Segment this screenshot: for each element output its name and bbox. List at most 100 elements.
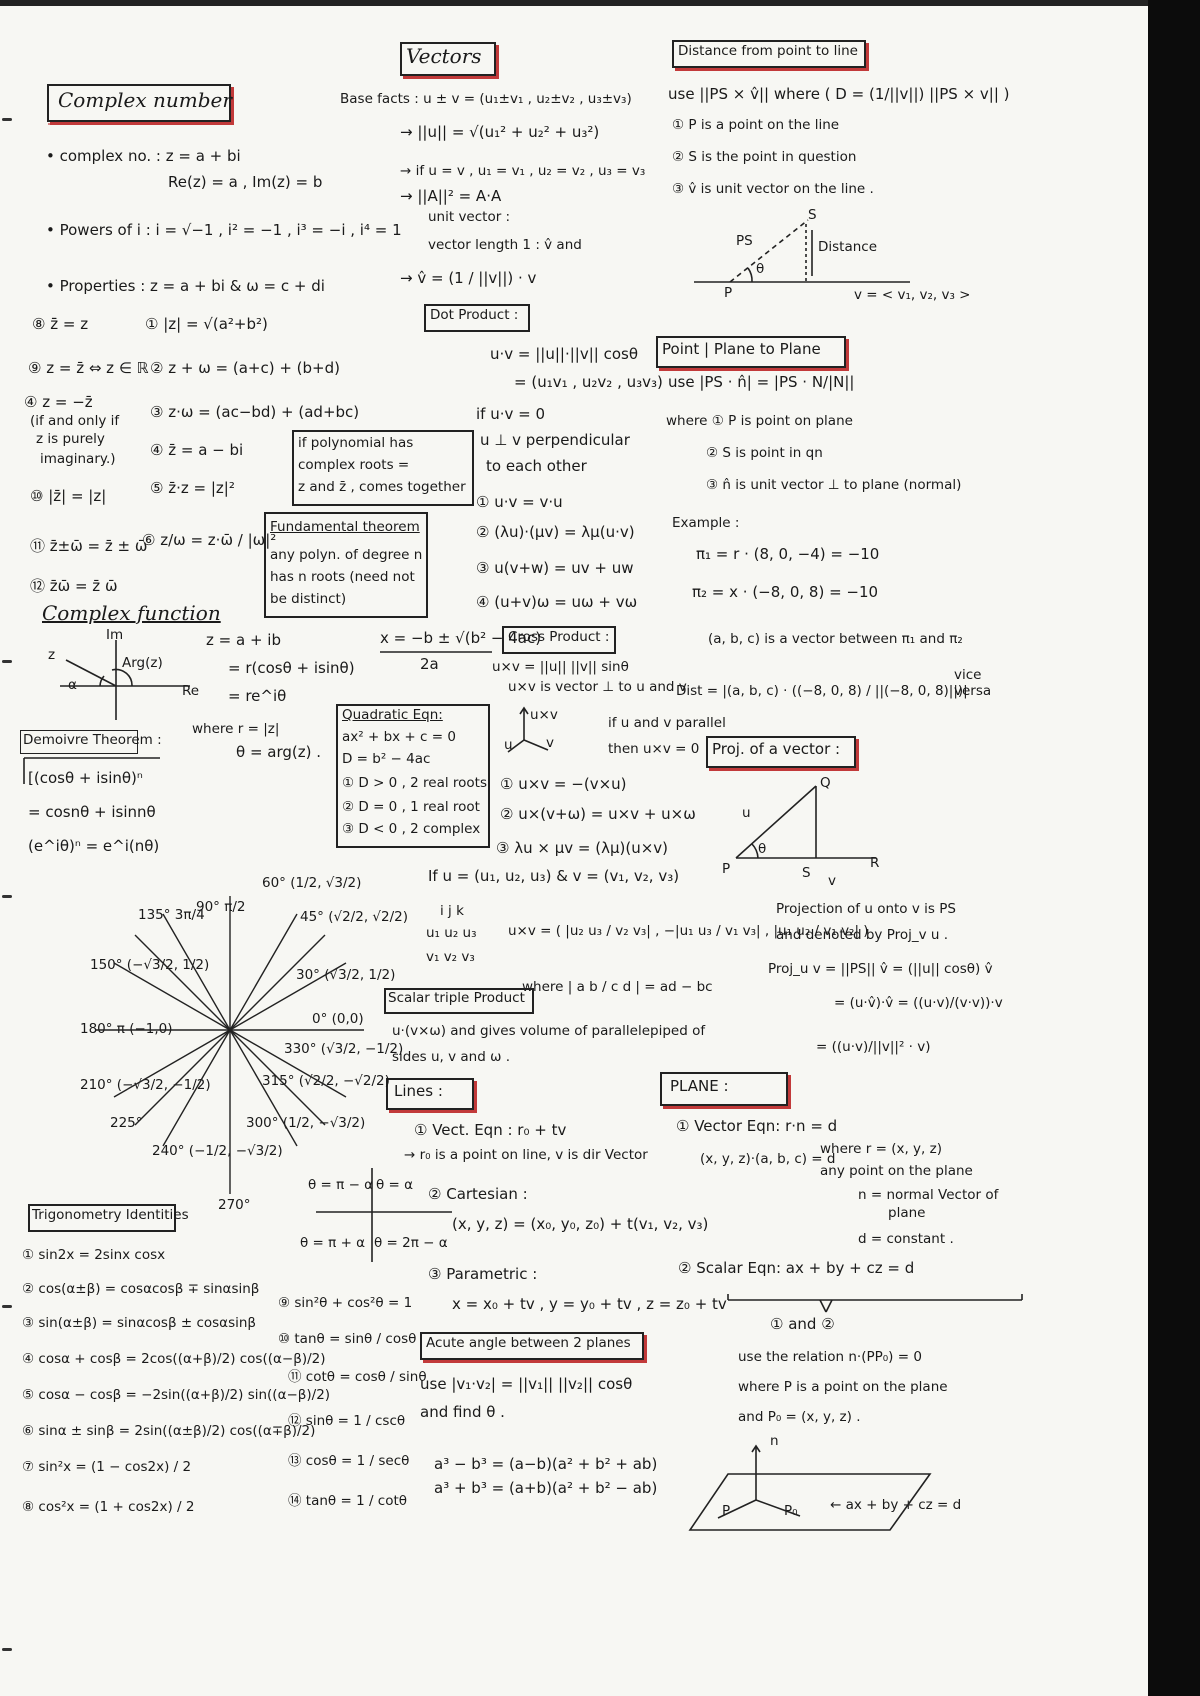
top-edge [0,0,1148,6]
powers-of-i: • Powers of i : i = √−1 , i² = −1 , i³ =… [46,221,402,239]
example-2: π₂ = x · (−8, 0, 8) = −10 [692,583,879,601]
heading-plane: PLANE : [670,1077,729,1095]
angle-90-label: 90° π/2 [196,899,246,915]
argand-im-label: Im [106,627,124,643]
quad-1: ax² + bx + c = 0 [342,729,456,745]
argand-z-label: z [48,647,56,663]
lines-4: (x, y, z) = (x₀, y₀, z₀) + t(v₁, v₂, v₃) [452,1215,709,1233]
trig-14: ⑭ tanθ = 1 / cotθ [288,1493,408,1509]
vector-fact-2: → ||u|| = √(u₁² + u₂² + u₃²) [400,123,600,141]
distance-p-label: P [724,285,733,301]
example-5: vice versa [954,667,992,699]
theta-arc [747,267,753,283]
lines-1: ① Vect. Eqn : r₀ + tv [414,1121,567,1139]
proj-p-label: P [722,861,731,877]
page-edge-shadow [1148,0,1200,1696]
cross-7: where | a b / c d | = ad − bc [522,979,713,995]
example-label: Example : [672,515,740,531]
proj-u-label: u [742,805,751,821]
cross-matrix-1: i j k [440,903,464,919]
argand-alpha-label: α [68,677,77,693]
property-5: ⑤ z̄·z = |z|² [150,479,235,497]
purely-imag-note-1: (if and only if [30,413,120,429]
plane-p-label: P [722,1503,731,1519]
property-8: ⑧ z̄̄ = z [32,315,89,333]
vector-fact-5: unit vector : [428,209,511,225]
heading-box [420,1332,644,1360]
plane-p0-label: P₀ [784,1503,798,1519]
proj-2: and denoted by Proj_v u . [776,927,949,943]
quadratic-title: Quadratic Eqn: [342,707,443,723]
ps-vector [729,219,809,283]
heading-dot-product: Dot Product : [430,307,519,323]
angle-45-label: 45° (√2/2, √2/2) [300,909,408,925]
cross-rule-3: ③ λu × μv = (λμ)(u×v) [496,839,669,857]
plane-6: plane [888,1205,926,1221]
vector-fact-4: → ||A||² = A·A [400,187,502,205]
heading-complex-number: Complex number [58,88,232,112]
dot-rule-1: ① u·v = v·u [476,493,563,511]
heading-vectors: Vectors [406,44,482,68]
complex-fn-4: where r = |z| [192,721,280,737]
quadratic-box [336,704,490,848]
heading-box [384,988,534,1014]
distance-v-label: v = < v₁, v₂, v₃ > [854,287,971,303]
heading-complex-function: Complex function [42,601,221,625]
quadrant-pi-plus-alpha: θ = π + α [300,1235,366,1251]
cubes-1: a³ − b³ = (a−b)(a² + b² + ab) [434,1455,658,1473]
property-12: ⑫ z̄ω̄ = z̄ ω̄ [30,577,118,595]
heading-cross-product: Cross Product : [508,629,610,645]
heading-box [386,1078,474,1110]
demoivre-2: = cosnθ + isinnθ [28,803,156,821]
cross-2: u×v is vector ⊥ to u and v [508,679,687,695]
quad-2: D = b² − 4ac [342,751,431,767]
trig-8: ⑧ cos²x = (1 + cos2x) / 2 [22,1499,195,1515]
proj-1: Projection of u onto v is PS [776,901,956,917]
angle-180-label: 180° π (−1,0) [80,1021,173,1037]
argand-arg-label: Arg(z) [122,655,163,671]
acute-2: and find θ . [420,1403,505,1421]
complex-def: • complex no. : z = a + bi [46,147,241,165]
distance-theta-label: θ [756,261,765,277]
property-9: ⑨ z = z̄ ⇔ z ∈ ℝ [28,359,149,377]
trig-1: ① sin2x = 2sinx cosx [22,1247,166,1263]
quadrant-pi-minus-alpha: θ = π − α [308,1177,374,1193]
trig-3: ③ sin(α±β) = sinαcosβ ± cosαsinβ [22,1315,257,1331]
complex-fn-5: θ = arg(z) . [236,743,322,761]
dot-3: if u·v = 0 [476,405,546,423]
distance-2: ① P is a point on the line [672,117,840,133]
angle-315-label: 315° (√2/2, −√2/2) [262,1073,390,1089]
proj-s-label: S [802,865,811,881]
complex-fn-1: z = a + ib [206,631,281,649]
argand-diagram [60,640,190,720]
example-3: (a, b, c) is a vector between π₁ and π₂ [708,631,963,647]
example-1: π₁ = r · (8, 0, −4) = −10 [696,545,880,563]
distance-3: ② S is the point in question [672,149,857,165]
proj-3: Proj_u v = ||PS|| v̂ = (||u|| cosθ) v̂ [768,961,993,977]
heading-box [502,626,616,654]
proj-q-label: Q [820,775,831,791]
point-plane-4: ③ n̂ is unit vector ⊥ to plane (normal) [706,477,962,493]
heading-box [28,1204,176,1232]
scalar-triple-1: u·(v×ω) and gives volume of parallelepip… [392,1023,706,1039]
trig-5: ⑤ cosα − cosβ = −2sin((α+β)/2) sin((α−β)… [22,1387,331,1403]
quad-3: ① D > 0 , 2 real roots [342,775,487,791]
dot-2: = (u₁v₁ , u₂v₂ , u₃v₃) [514,373,663,391]
vector-fact-1: Base facts : u ± v = (u₁±v₁ , u₂±v₂ , u₃… [340,91,632,107]
proj-4: = (u·v̂)·v̂ = ((u·v)/(v·v))·v [834,995,1003,1011]
cross-rule-2: ② u×(v+ω) = u×v + u×ω [500,805,696,823]
plane-9: ① and ② [770,1315,835,1333]
fundamental-theorem-title: Fundamental theorem [270,519,420,535]
distance-s-label: S [808,207,817,223]
heading-box [672,40,866,68]
margin-mark [2,1648,12,1651]
trig-11: ⑪ cotθ = cosθ / sinθ [288,1369,427,1385]
argand-re-label: Re [182,683,200,699]
complex-re-im: Re(z) = a , Im(z) = b [168,173,323,191]
plane-8: ② Scalar Eqn: ax + by + cz = d [678,1259,915,1277]
quad-4: ② D = 0 , 1 real root [342,799,480,815]
heading-point-plane: Point | Plane to Plane [662,340,821,358]
cross-6: u×v = ( |u₂ u₃ / v₂ v₃| , −|u₁ u₃ / v₁ v… [508,923,869,939]
poly-note-2: complex roots = [298,457,410,473]
